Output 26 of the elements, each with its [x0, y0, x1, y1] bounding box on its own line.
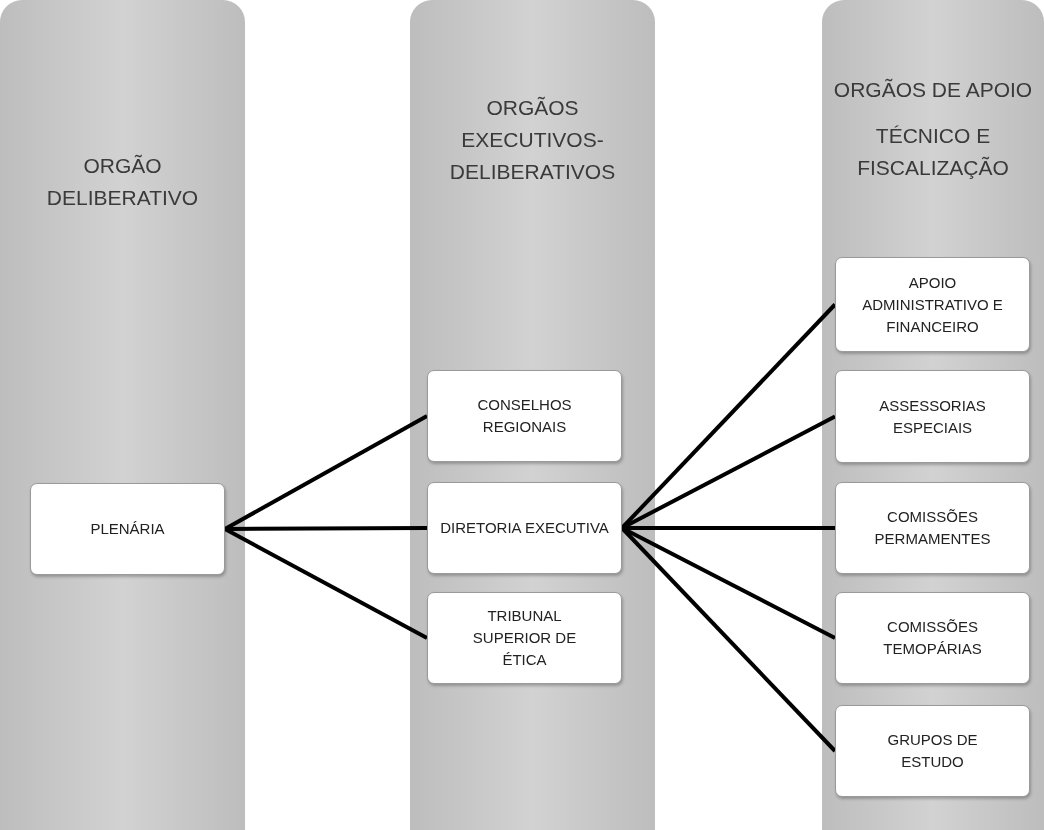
- column-band: [410, 0, 655, 830]
- box-label: ASSESSORIAS ESPECIAIS: [878, 395, 987, 438]
- box-label: CONSELHOS REGIONAIS: [476, 395, 573, 437]
- box-label: COMISSÕES TEMOPÁRIAS: [882, 617, 983, 659]
- box-label: GRUPOS DE ESTUDO: [886, 730, 979, 772]
- column-heading: ORGÃO DELIBERATIVO: [45, 153, 200, 211]
- org-box: [835, 257, 1030, 352]
- box-label: PLENÁRIA: [90, 519, 165, 539]
- column-band: [0, 0, 245, 830]
- box-label: DIRETORIA EXECUTIVA: [440, 518, 609, 538]
- column-heading: ORGÃOS DE APOIO: [833, 77, 1033, 103]
- box-label: COMISSÕES PERMAMENTES: [873, 507, 992, 549]
- org-box: [427, 370, 622, 462]
- column-heading: TÉCNICO E FISCALIZAÇÃO: [856, 123, 1010, 181]
- org-box: [835, 370, 1030, 463]
- column-band: [822, 0, 1044, 830]
- org-box: [427, 592, 622, 684]
- box-label: TRIBUNAL SUPERIOR DE ÉTICA: [471, 606, 578, 670]
- org-box: [427, 482, 622, 574]
- org-box: [835, 592, 1030, 684]
- org-box: [835, 482, 1030, 574]
- org-box: [835, 705, 1030, 797]
- org-box: [30, 483, 225, 575]
- box-label: APOIO ADMINISTRATIVO E FINANCEIRO: [861, 272, 1004, 337]
- column-heading: ORGÃOS EXECUTIVOS-DELIBERATIVOS: [448, 95, 617, 185]
- connector-line: [224, 527, 428, 640]
